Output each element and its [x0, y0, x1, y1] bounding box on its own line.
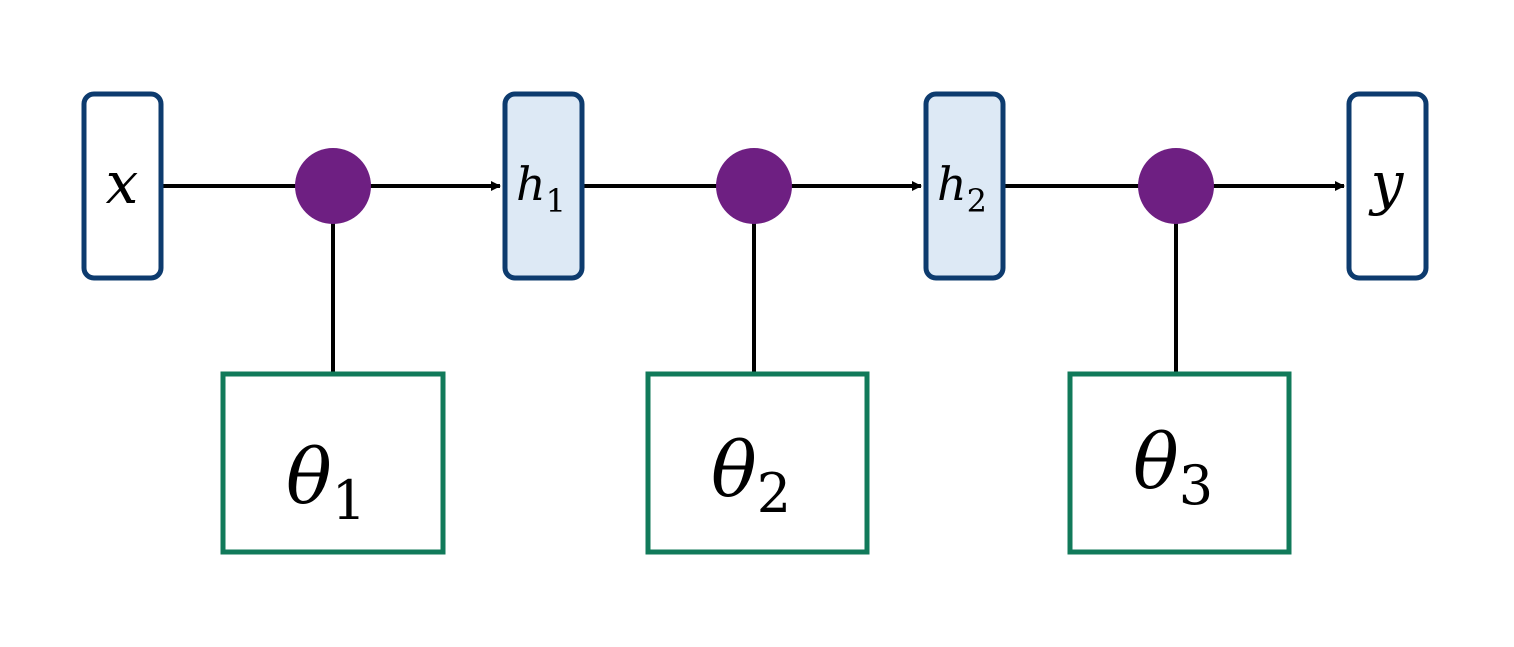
operator-node-3: [1138, 148, 1214, 224]
input-node-label: x: [106, 149, 139, 217]
input-node: x: [81, 91, 164, 281]
parameter-box-3-label: θ3: [1133, 417, 1213, 517]
hidden-node-1-label: h1: [516, 157, 566, 220]
hidden-node-2-label: h2: [937, 157, 987, 220]
parameter-box-1-label: θ1: [286, 432, 366, 532]
operator-node-2: [716, 148, 792, 224]
hidden-node-1: h1: [502, 91, 585, 281]
parameter-box-2: θ2: [645, 371, 870, 555]
parameter-box-1: θ1: [220, 371, 446, 555]
hidden-node-2: h2: [923, 91, 1006, 281]
operator-node-1: [295, 148, 371, 224]
parameter-box-2-label: θ2: [711, 425, 791, 525]
parameter-box-3: θ3: [1067, 371, 1292, 555]
output-node-label: y: [1368, 149, 1405, 217]
output-node: y: [1346, 91, 1429, 281]
